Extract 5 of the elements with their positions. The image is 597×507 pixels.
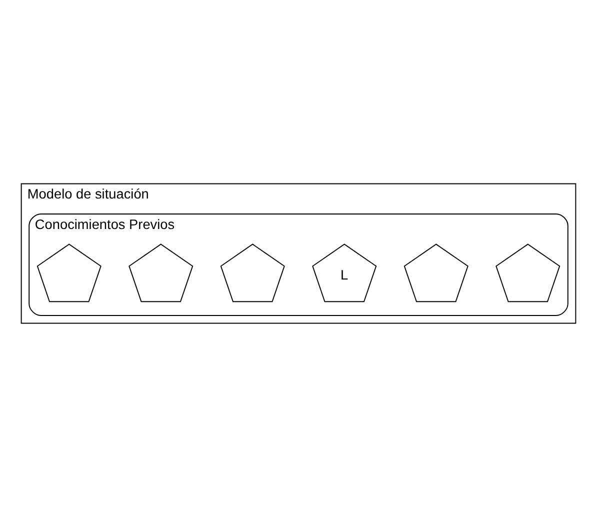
node-pentagon [496, 244, 560, 302]
node-pentagon [220, 244, 285, 302]
node-pentagon [128, 244, 194, 302]
node-pentagon [36, 244, 102, 302]
node-pentagon [404, 244, 468, 302]
